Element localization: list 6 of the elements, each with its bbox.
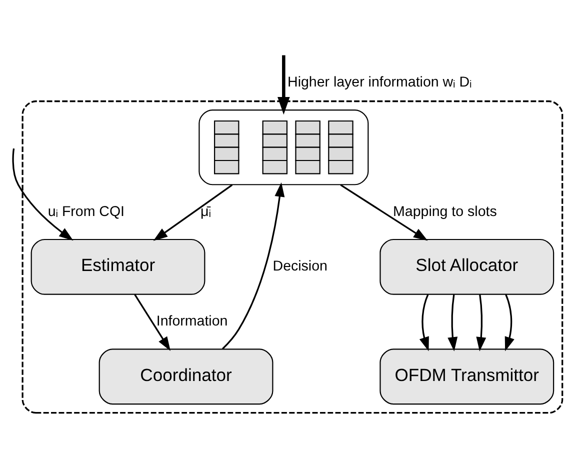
- edge-label: uᵢ From CQI: [48, 204, 125, 220]
- edge-label: Higher layer information wᵢ Dᵢ: [288, 74, 472, 90]
- edge-label: Information: [156, 314, 228, 330]
- edge-label: μ̄ᵢ: [200, 204, 212, 220]
- edge-label: Decision: [272, 258, 328, 275]
- edge-label: Mapping to slots: [393, 204, 497, 220]
